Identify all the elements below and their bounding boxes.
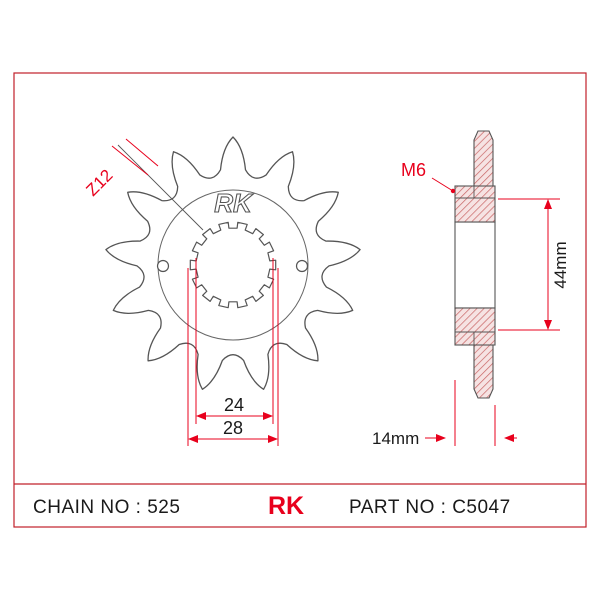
spline-bore xyxy=(189,221,277,309)
bolt-leader-line xyxy=(431,177,454,192)
bolt-hole-right xyxy=(295,259,309,273)
teeth-ext-line-1 xyxy=(111,145,149,176)
dim-outer-value: 28 xyxy=(223,418,243,438)
bolt-size-label: M6 xyxy=(401,160,426,180)
bolt-hole-left xyxy=(156,259,170,273)
title-block: CHAIN NO : 525 RK PART NO : C5047 xyxy=(33,492,511,520)
side-tooth-bottom xyxy=(473,344,494,399)
dim-thickness-value: 14mm xyxy=(372,429,419,448)
teeth-ext-line-2 xyxy=(125,138,159,167)
teeth-leader-line xyxy=(117,144,204,231)
dim-height-value: 44mm xyxy=(551,241,570,288)
brand-logo: RK xyxy=(268,492,304,520)
sprocket-side-view: M6 44mm 14mm xyxy=(372,130,570,448)
teeth-count-label: Z12 xyxy=(82,166,116,200)
bolt-leader-dot xyxy=(450,188,456,194)
chain-number-label: CHAIN NO : 525 xyxy=(33,497,180,518)
part-number-label: PART NO : C5047 xyxy=(349,497,511,518)
sprocket-logo: RK xyxy=(214,188,254,218)
side-hub-upper xyxy=(454,185,496,223)
drawing-frame xyxy=(13,72,587,528)
side-tooth-top xyxy=(473,130,494,187)
sprocket-front-view: RK Z12 24 28 xyxy=(82,136,361,446)
dim-inner-value: 24 xyxy=(224,395,244,415)
side-hub-lower xyxy=(454,307,496,346)
side-hub-bore xyxy=(454,221,496,309)
